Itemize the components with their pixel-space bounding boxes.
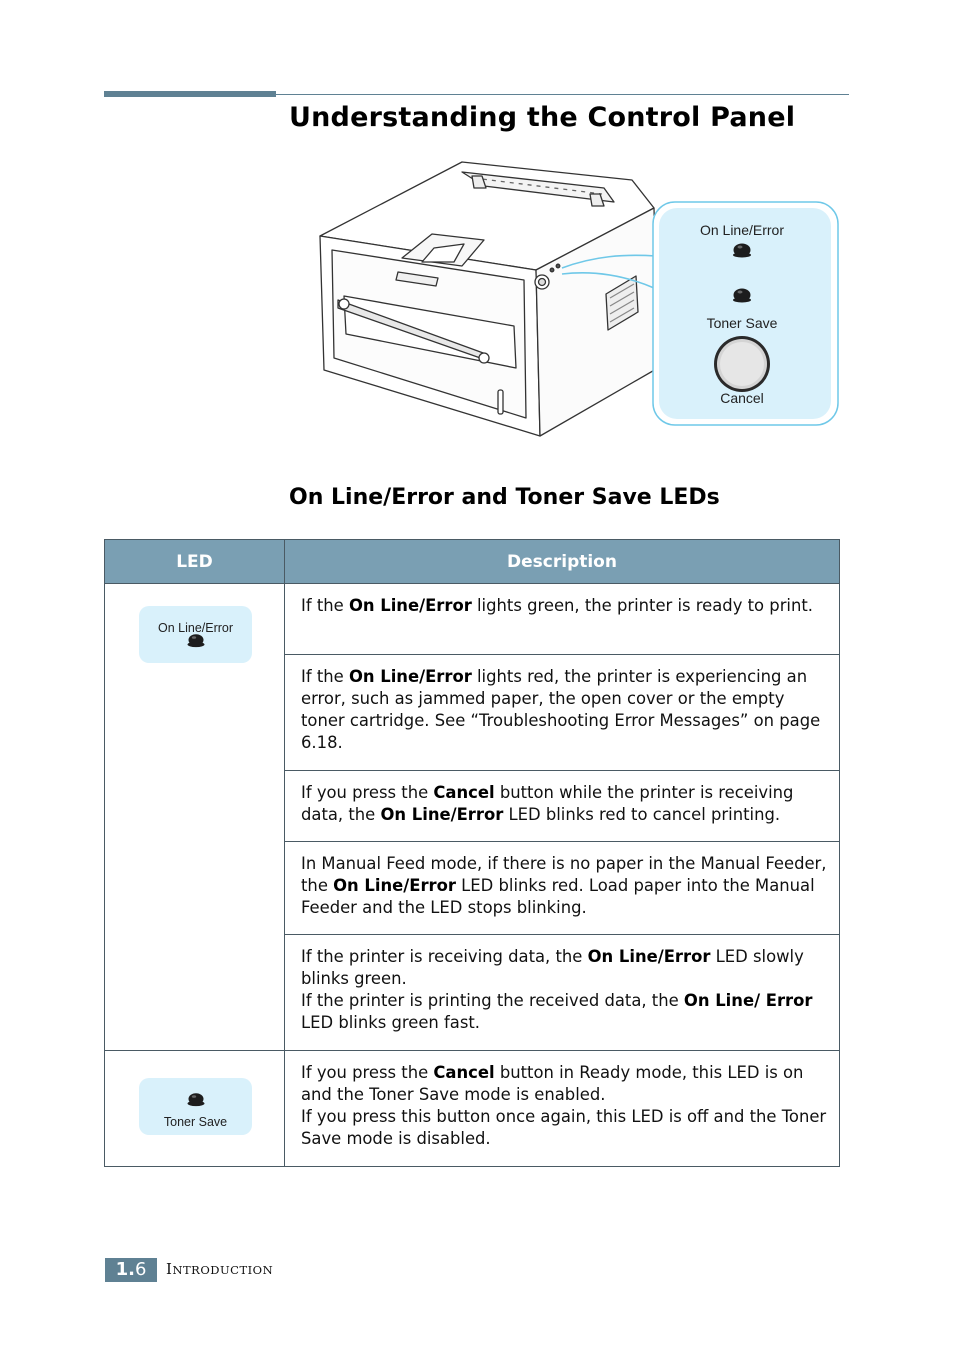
page-number: 1.6 — [105, 1258, 157, 1282]
led-table: LED Description On Line/Error If the On … — [104, 539, 840, 1167]
column-header-description: Description — [284, 539, 840, 584]
table-row: Toner Save If you press the Cancel butto… — [104, 1050, 840, 1167]
table-row: On Line/Error If the On Line/Error light… — [104, 583, 840, 1051]
online-led-icon — [733, 243, 751, 258]
description-cell: If the On Line/Error lights green, the p… — [284, 583, 840, 655]
online-led-badge-label: On Line/Error — [157, 621, 234, 635]
table-row: If the On Line/Error lights red, the pri… — [105, 654, 840, 771]
toner-save-led-icon — [733, 288, 751, 303]
description-cell: In Manual Feed mode, if there is no pape… — [284, 841, 840, 935]
footer-section-label: INTRODUCTION — [166, 1260, 274, 1278]
header-rule-accent — [104, 91, 276, 97]
panel-online-label: On Line/Error — [700, 222, 784, 238]
toner-save-led-icon — [187, 1093, 205, 1107]
cancel-button-icon — [714, 336, 770, 392]
table-row: If you press the Cancel button while the… — [105, 770, 840, 842]
printer-illustration: On Line/Error Toner Save Cancel — [319, 161, 839, 437]
table-row: If the printer is receiving data, the On… — [105, 934, 840, 1051]
toner-save-led-cell: Toner Save — [104, 1050, 285, 1167]
header-rule — [276, 94, 849, 95]
column-header-led: LED — [104, 539, 285, 584]
table-header-row: LED Description — [104, 539, 840, 584]
toner-save-led-badge-label: Toner Save — [163, 1115, 228, 1129]
panel-toner-label: Toner Save — [707, 315, 778, 331]
description-cell: If you press the Cancel button while the… — [284, 770, 840, 842]
description-cell: If you press the Cancel button in Ready … — [284, 1050, 840, 1167]
online-led-badge: On Line/Error — [139, 606, 252, 663]
section-title: On Line/Error and Toner Save LEDs — [289, 485, 720, 510]
online-led-cell: On Line/Error — [104, 583, 285, 1051]
description-cell: If the On Line/Error lights red, the pri… — [284, 654, 840, 771]
page-title: Understanding the Control Panel — [289, 102, 796, 133]
online-led-icon — [187, 634, 205, 648]
table-row: In Manual Feed mode, if there is no pape… — [105, 841, 840, 935]
toner-save-led-badge: Toner Save — [139, 1078, 252, 1135]
description-cell: If the printer is receiving data, the On… — [284, 934, 840, 1051]
panel-cancel-label: Cancel — [720, 390, 764, 406]
